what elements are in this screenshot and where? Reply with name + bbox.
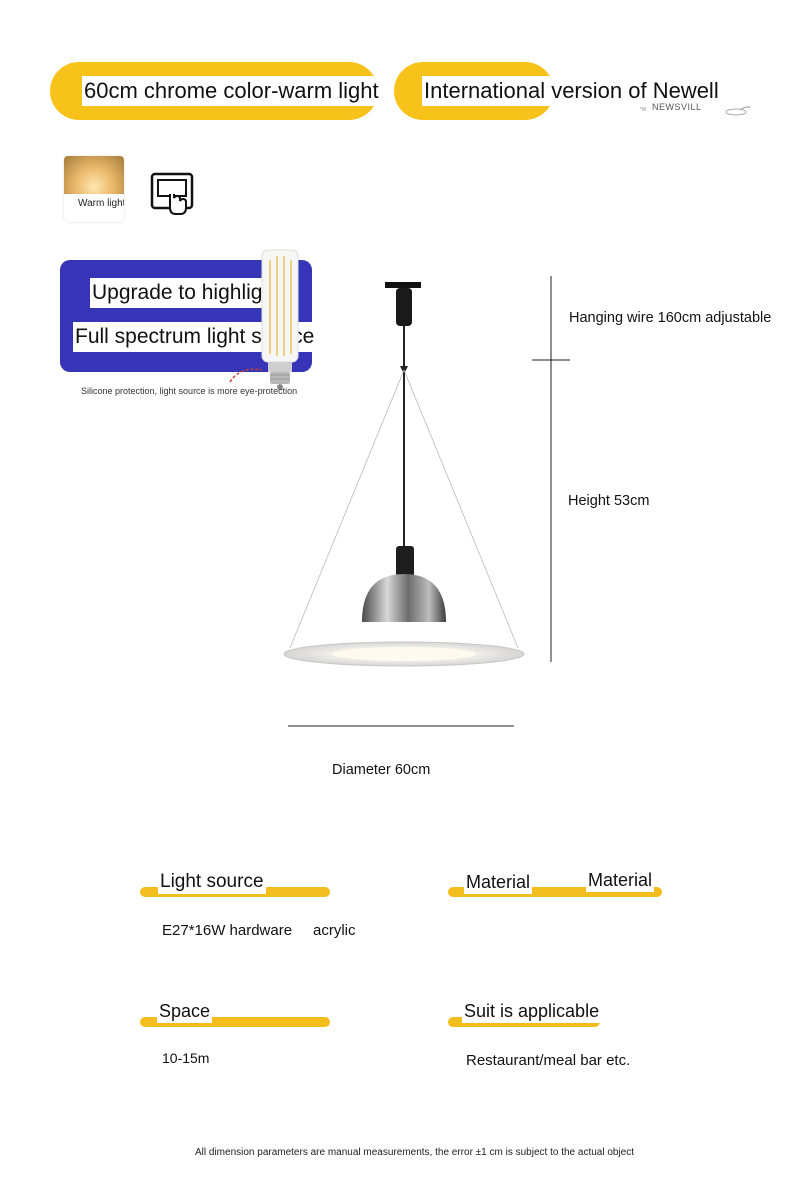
warm-glow-image (64, 156, 124, 194)
upgrade-line1: Upgrade to highlight (90, 278, 282, 308)
brand-mark: NEWSVILL (652, 102, 702, 112)
pendant-lamp-illustration (283, 282, 525, 667)
space-label: Space (157, 999, 213, 1023)
space-value: 10-15m (162, 1050, 210, 1066)
warm-light-caption: Warm light (78, 198, 124, 209)
material-value: acrylic (313, 922, 356, 939)
suit-value: Restaurant/meal bar etc. (466, 1052, 631, 1069)
material-label: Material (464, 870, 533, 894)
pointer-arrow-icon (229, 368, 263, 383)
silicone-note: Silicone protection, light source is mor… (81, 386, 298, 396)
touch-switch-icon (150, 172, 194, 220)
space-bar (140, 1017, 330, 1027)
height-label: Height 53cm (568, 493, 650, 509)
dimension-lines (532, 276, 570, 662)
footer-note: All dimension parameters are manual meas… (195, 1147, 635, 1158)
material-bar (448, 887, 662, 897)
hanging-wire-label: Hanging wire 160cm adjustable (569, 310, 772, 326)
diameter-line (288, 725, 514, 727)
material-label-secondary: Material (586, 868, 655, 892)
corn-bulb-image (258, 246, 302, 392)
light-source-label: Light source (158, 870, 266, 894)
suit-label: Suit is applicable (462, 999, 602, 1023)
diameter-label: Diameter 60cm (332, 762, 431, 778)
option-right-label: International version of Newell (422, 76, 721, 106)
option-left-label: 60cm chrome color-warm light (82, 76, 381, 106)
warm-light-thumbnail[interactable]: Warm light (64, 156, 124, 222)
brand-logo: NEWSVILL (640, 72, 757, 118)
light-source-value: E27*16W hardware (162, 922, 293, 939)
